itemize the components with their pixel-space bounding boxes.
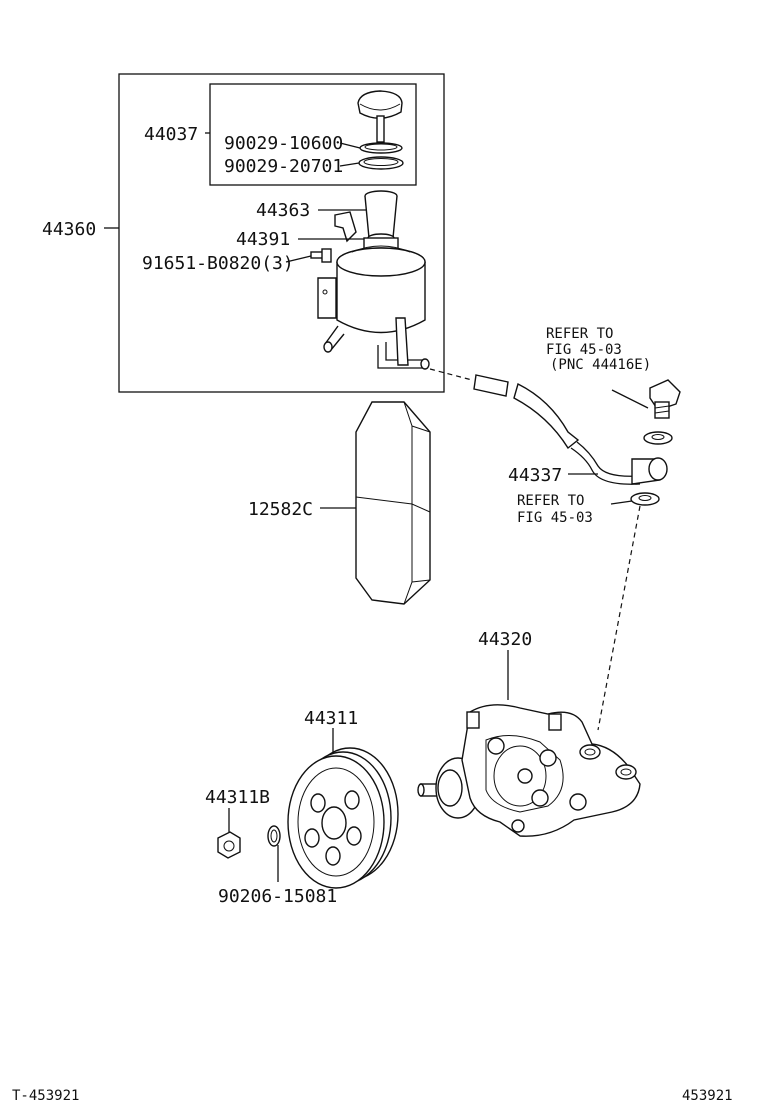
bolt-91651 xyxy=(310,248,332,263)
return-hose xyxy=(473,374,580,450)
hose-dash-line xyxy=(429,368,473,381)
label-12582C: 12582C xyxy=(248,499,313,520)
power-steering-pump xyxy=(417,704,641,837)
label-44391: 44391 xyxy=(236,229,290,250)
clamp-clip xyxy=(334,211,357,243)
gasket-upper xyxy=(643,431,673,445)
leader-refer-2 xyxy=(610,500,633,505)
pulley xyxy=(287,747,399,889)
label-44320: 44320 xyxy=(478,629,532,650)
label-refer-2-line2: FIG 45-03 xyxy=(517,510,593,526)
label-refer-2-line1: REFER TO xyxy=(517,493,584,509)
pulley-washer xyxy=(267,825,281,847)
pulley-nut xyxy=(217,831,241,859)
reservoir-tank xyxy=(317,245,430,370)
leader-91651 xyxy=(285,255,312,263)
reservoir-neck xyxy=(363,190,399,251)
label-91651: 91651-B0820(3) xyxy=(142,253,294,274)
label-44037: 44037 xyxy=(144,124,198,145)
label-44311B: 44311B xyxy=(205,787,270,808)
label-90029-20701: 90029-20701 xyxy=(224,156,343,177)
label-refer-1-line3: (PNC 44416E) xyxy=(550,357,651,373)
gasket-lower xyxy=(630,492,660,506)
footer-right-id: 453921 xyxy=(682,1088,733,1104)
label-44337: 44337 xyxy=(508,465,562,486)
leader-refer-1 xyxy=(611,389,649,409)
label-90029-10600: 90029-10600 xyxy=(224,133,343,154)
footer-left-id: T-453921 xyxy=(12,1088,79,1104)
label-refer-1-line2: FIG 45-03 xyxy=(546,342,622,358)
label-44311: 44311 xyxy=(304,708,358,729)
o-ring-upper xyxy=(359,142,403,154)
reservoir-cap xyxy=(357,90,403,143)
pressure-pipe xyxy=(570,441,668,485)
leader-90029-20701 xyxy=(339,162,360,167)
pump-dash-line xyxy=(597,505,641,731)
union-bolt xyxy=(649,379,681,419)
label-refer-1-line1: REFER TO xyxy=(546,326,613,342)
label-90206-15081: 90206-15081 xyxy=(218,886,337,907)
leader-90029-10600 xyxy=(339,142,361,149)
cap-assembly-box xyxy=(209,83,417,186)
caution-label xyxy=(355,401,431,605)
label-44360: 44360 xyxy=(42,219,96,240)
reservoir-assembly-box xyxy=(118,73,445,393)
o-ring-lower xyxy=(358,156,404,170)
label-44363: 44363 xyxy=(256,200,310,221)
